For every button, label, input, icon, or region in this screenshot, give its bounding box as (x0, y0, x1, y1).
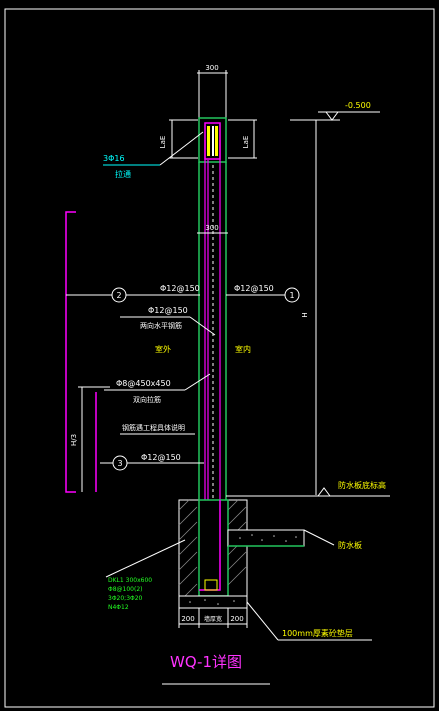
waterproof-elevation-marker (226, 487, 390, 497)
left-bracket (65, 211, 76, 493)
top-bars-leader (159, 131, 204, 166)
cushion-dots (189, 599, 235, 605)
bar3-callout-number: 3 (117, 459, 122, 468)
waterproof-board-leader (303, 529, 335, 546)
beam-title: DKL1 300x600 (108, 577, 152, 584)
h3-label: H/3 (70, 434, 78, 446)
top-rebar-dots (207, 126, 218, 156)
waterproof-slab (227, 529, 305, 547)
tie-spec-label: Φ8@450x450 (116, 379, 171, 388)
top-width-label: 300 (205, 64, 218, 72)
horizontal-bar-spec: Φ12@150 (148, 306, 188, 315)
tie-note: 双向拉筋 (133, 395, 161, 404)
horizontal-bar-leader (189, 316, 216, 336)
waterproof-elevation-label: 防水板底标高 (338, 480, 386, 490)
mid-width-label: 300 (205, 224, 218, 232)
inside-label: 室内 (235, 344, 251, 354)
bar1-callout-circle (284, 287, 300, 303)
top-width-dimension (197, 70, 228, 118)
beam-line3: N4Φ12 (108, 604, 129, 611)
bottom-mid-dim: 墙厚宽 (204, 615, 222, 623)
bottom-dimensions (178, 608, 248, 628)
drawing-title: WQ-1详图 (170, 653, 242, 671)
cushion-leader (246, 601, 279, 641)
bottom-left-dim: 200 (181, 615, 194, 623)
cushion-label: 100mm厚素砼垫层 (282, 628, 353, 638)
elevation-label: -0.500 (345, 101, 371, 110)
foundation (178, 499, 248, 597)
bar2-callout-number: 2 (116, 291, 121, 300)
top-bars-note: 拉通 (115, 169, 131, 179)
bottom-right-dim: 200 (230, 615, 243, 623)
beam-leader (105, 539, 186, 578)
lae-right-dimension (228, 119, 257, 159)
lae-right-label: LaE (242, 136, 250, 149)
separation-note: 钢筋遇工程具体说明 (122, 423, 185, 432)
wall-top-cap (198, 117, 227, 163)
beam-line2: 3Φ20;3Φ20 (108, 595, 143, 602)
bar3-spec-label: Φ12@150 (141, 453, 181, 462)
bar2-spec-label: Φ12@150 (160, 284, 200, 293)
lae-left-label: LaE (159, 136, 167, 149)
bar2-callout-circle (111, 287, 127, 303)
lae-left-dimension (169, 119, 198, 159)
tie-leader (184, 373, 211, 391)
waterproof-board-label: 防水板 (338, 540, 362, 550)
bar1-callout-number: 1 (289, 291, 294, 300)
cushion-layer (178, 595, 248, 609)
bar3-callout-circle (112, 455, 128, 471)
elevation-marker (290, 111, 380, 121)
bar1-spec-label: Φ12@150 (234, 284, 274, 293)
outside-label: 室外 (155, 344, 171, 354)
wall-body (198, 162, 227, 500)
drawing-border (4, 8, 435, 708)
top-bars-label: 3Φ16 (103, 154, 125, 163)
horizontal-bar-note: 两向水平钢筋 (140, 321, 182, 330)
h3-dimension (78, 386, 110, 492)
height-h-label: H (301, 312, 309, 317)
beam-line1: Φ8@100(2) (108, 586, 143, 593)
